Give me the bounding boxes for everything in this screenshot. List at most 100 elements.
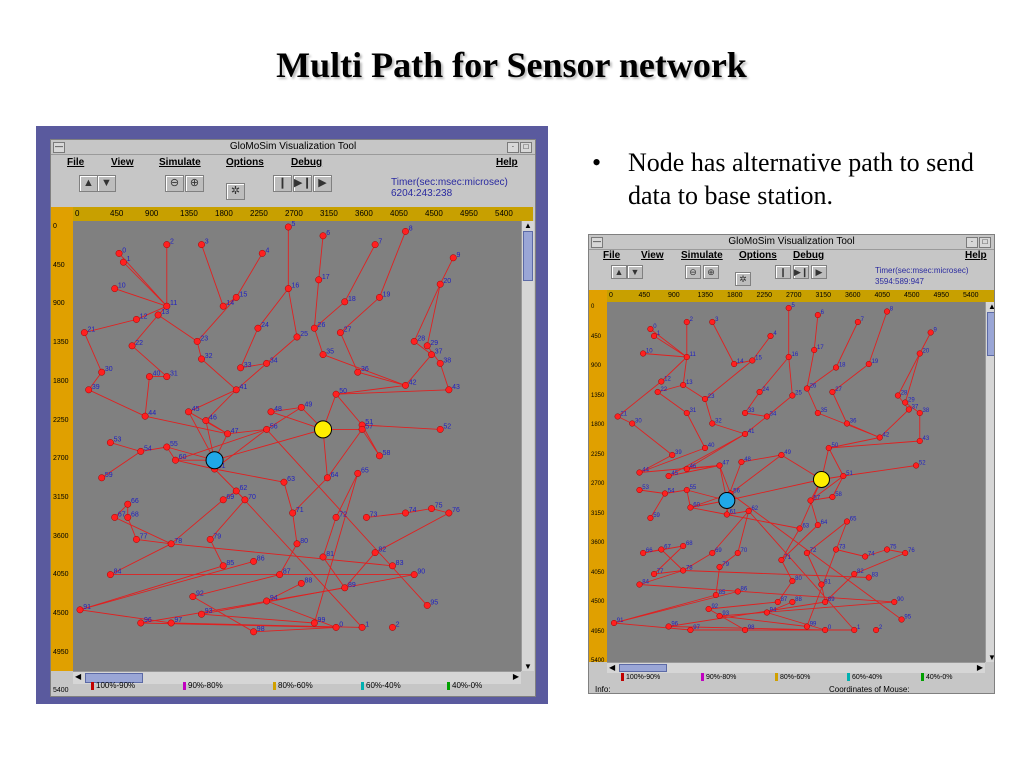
sensor-node[interactable] [389, 623, 396, 631]
menu-file[interactable]: File [67, 157, 85, 168]
sensor-node[interactable] [712, 591, 719, 599]
sensor-node[interactable] [98, 368, 106, 376]
maximize-button[interactable]: □ [979, 237, 991, 248]
sensor-node[interactable] [124, 500, 132, 508]
sensor-node[interactable] [250, 628, 258, 636]
sensor-node[interactable] [358, 425, 366, 433]
sensor-node[interactable] [741, 430, 749, 438]
sensor-node[interactable] [297, 579, 305, 587]
sensor-node[interactable] [741, 626, 749, 634]
sensor-node[interactable] [803, 549, 810, 557]
sensor-node[interactable] [402, 381, 409, 389]
sensor-node[interactable] [332, 390, 340, 398]
sensor-node[interactable] [716, 612, 723, 620]
sensor-node[interactable] [822, 598, 829, 606]
sensor-node[interactable] [371, 241, 379, 249]
menu-help[interactable]: Help [965, 250, 987, 261]
vertical-scroll-thumb[interactable] [987, 312, 994, 356]
sensor-node[interactable] [115, 249, 123, 257]
horizontal-scroll-thumb[interactable] [85, 673, 143, 683]
sensor-node[interactable] [202, 417, 210, 425]
sensor-node[interactable] [767, 332, 774, 340]
sensor-node[interactable] [276, 571, 284, 579]
horizontal-scrollbar[interactable]: ◀▶ [607, 662, 985, 673]
sensor-node[interactable] [341, 298, 349, 306]
sensor-node[interactable] [332, 623, 340, 631]
sensor-node[interactable] [883, 546, 891, 553]
sensor-node[interactable] [894, 392, 901, 399]
sensor-node[interactable] [789, 598, 796, 606]
scroll-right-arrow[interactable]: ▶ [512, 672, 519, 681]
sensor-node[interactable] [680, 567, 687, 574]
sensor-node[interactable] [803, 623, 810, 630]
sensor-node[interactable] [610, 619, 618, 627]
sensor-node[interactable] [319, 553, 327, 561]
menu-options[interactable]: Options [739, 250, 777, 261]
sensor-node[interactable] [237, 364, 245, 372]
sensor-node[interactable] [680, 542, 687, 550]
horizontal-scrollbar[interactable]: ◀▶ [73, 671, 521, 684]
sensor-node[interactable] [145, 373, 153, 381]
sensor-node[interactable] [267, 408, 275, 416]
sensor-node[interactable] [332, 513, 340, 521]
sensor-node[interactable] [423, 342, 431, 350]
sensor-node[interactable] [111, 285, 119, 293]
sensor-node[interactable] [258, 249, 266, 257]
sensor-node[interactable] [119, 258, 127, 266]
sensor-node[interactable] [163, 443, 171, 451]
sensor-node[interactable] [916, 437, 923, 445]
sensor-node[interactable] [362, 513, 370, 521]
sensor-node[interactable] [206, 535, 214, 543]
sensor-node[interactable] [789, 577, 796, 585]
window-menu-button[interactable]: — [53, 142, 65, 153]
sensor-node[interactable] [436, 280, 444, 288]
sensor-node[interactable] [354, 469, 362, 477]
scroll-right-arrow[interactable]: ▶ [976, 663, 983, 672]
sensor-node[interactable] [683, 409, 690, 417]
sensor-node[interactable] [865, 360, 872, 368]
sensor-node[interactable] [124, 513, 132, 521]
sensor-node[interactable] [916, 409, 923, 417]
sensor-node[interactable] [774, 598, 781, 606]
menu-debug[interactable]: Debug [291, 157, 323, 168]
sensor-node[interactable] [814, 311, 821, 319]
sensor-node[interactable] [284, 223, 292, 231]
sensor-node[interactable] [654, 388, 661, 396]
sensor-node[interactable] [232, 293, 240, 301]
sensor-node[interactable] [640, 549, 647, 557]
sensor-node[interactable] [658, 378, 665, 385]
sensor-node[interactable] [840, 472, 847, 480]
sensor-node[interactable] [163, 302, 171, 310]
sensor-node[interactable] [241, 496, 249, 504]
sensor-node[interactable] [445, 386, 453, 394]
sensor-node[interactable] [814, 521, 821, 529]
sensor-node[interactable] [371, 549, 379, 557]
sensor-node[interactable] [423, 601, 431, 609]
sensor-node[interactable] [172, 456, 179, 464]
sensor-node[interactable] [669, 451, 676, 459]
menu-view[interactable]: View [111, 157, 134, 168]
menu-view[interactable]: View [641, 250, 664, 261]
sensor-node[interactable] [803, 385, 810, 392]
sensor-node[interactable] [778, 451, 785, 459]
sensor-node[interactable] [310, 619, 318, 627]
zoom-in-icon[interactable]: ⊕ [185, 175, 204, 192]
sensor-node[interactable] [163, 241, 171, 249]
sensor-node[interactable] [319, 351, 327, 359]
sensor-node[interactable] [341, 584, 349, 592]
play-icon[interactable]: ▶ [313, 175, 332, 192]
base-station-marker[interactable] [812, 471, 830, 488]
sensor-node[interactable] [98, 474, 106, 482]
sensor-node[interactable] [128, 342, 136, 350]
scroll-up-arrow[interactable]: ▲ [524, 221, 532, 230]
sensor-node[interactable] [263, 359, 271, 367]
sensor-node[interactable] [807, 497, 814, 504]
sensor-node[interactable] [902, 399, 909, 406]
sensor-node[interactable] [832, 364, 840, 371]
window-menu-button[interactable]: — [591, 237, 603, 248]
sensor-node[interactable] [284, 285, 292, 293]
sensor-node[interactable] [85, 386, 93, 394]
sensor-node[interactable] [137, 447, 145, 455]
